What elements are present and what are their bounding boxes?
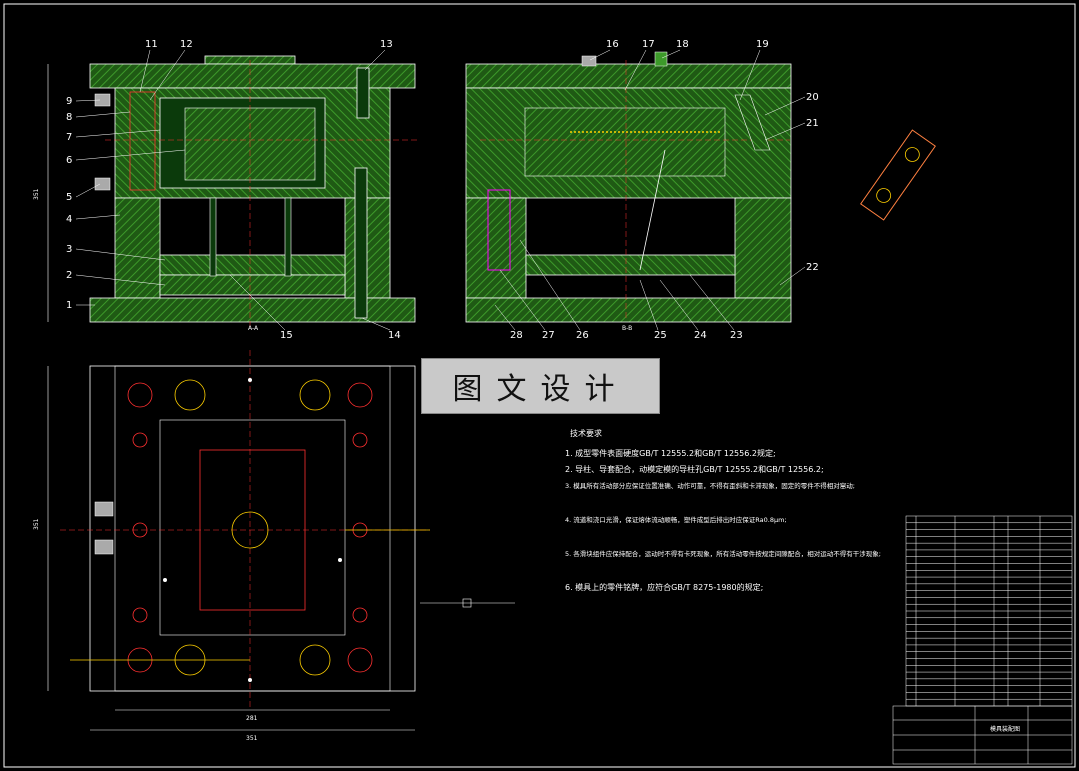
label-6: 6 — [66, 155, 72, 166]
dim-left-height: 351 — [33, 188, 40, 200]
right-view-labels: 16 17 18 19 20 21 22 28 27 26 25 24 23 B… — [494, 39, 819, 341]
label-26: 26 — [576, 330, 589, 341]
label-8: 8 — [66, 112, 72, 123]
note-6: 6. 模具上的零件铭牌，应符合GB/T 8275-1980的规定; — [565, 582, 763, 592]
left-view-labels: 11 12 13 9 8 7 6 5 4 3 2 1 15 14 A-A 351 — [33, 39, 401, 341]
label-15: 15 — [280, 330, 293, 341]
note-1: 1. 成型零件表面硬度GB/T 12555.2和GB/T 12556.2规定; — [565, 448, 776, 458]
left-section-view — [47, 55, 420, 330]
parts-list-table — [905, 515, 1073, 707]
note-5: 5. 各滑块组件应保持配合，运动时不得有卡死现象，所有活动零件按规定间隙配合，相… — [565, 549, 881, 558]
label-12: 12 — [180, 39, 193, 50]
label-5: 5 — [66, 192, 72, 203]
label-16: 16 — [606, 39, 619, 50]
label-22: 22 — [806, 262, 819, 273]
right-section-view — [465, 51, 792, 323]
label-14: 14 — [388, 330, 401, 341]
label-13: 13 — [380, 39, 393, 50]
title-block-drawing-title: 模具装配图 — [990, 725, 1020, 733]
label-21: 21 — [806, 118, 819, 129]
label-2: 2 — [66, 270, 72, 281]
technical-notes: 技术要求 1. 成型零件表面硬度GB/T 12555.2和GB/T 12556.… — [565, 428, 881, 592]
label-24: 24 — [694, 330, 707, 341]
sheet-border — [3, 3, 1076, 768]
label-27: 27 — [542, 330, 555, 341]
label-19: 19 — [756, 39, 769, 50]
note-3: 3. 模具所有活动部分应保证位置准确、动作可靠，不得有歪斜和卡滞现象，固定的零件… — [565, 481, 855, 490]
label-28: 28 — [510, 330, 523, 341]
title-block — [892, 705, 1073, 765]
notes-heading: 技术要求 — [570, 428, 602, 438]
label-25: 25 — [654, 330, 667, 341]
watermark-banner: 图文设计 — [421, 358, 660, 414]
label-11-top: 11 — [145, 39, 158, 50]
label-20: 20 — [806, 92, 819, 103]
label-7: 7 — [66, 132, 72, 143]
isometric-part — [860, 129, 936, 221]
label-17: 17 — [642, 39, 655, 50]
section-mark-b: B-B — [622, 325, 632, 332]
dim-plan-height: 351 — [33, 518, 40, 530]
dim-bottom-width: 351 — [246, 735, 258, 742]
note-2: 2. 导柱、导套配合，动模定模的导柱孔GB/T 12555.2和GB/T 125… — [565, 464, 824, 474]
label-4: 4 — [66, 214, 72, 225]
label-1: 1 — [66, 300, 72, 311]
label-3: 3 — [66, 244, 72, 255]
label-9: 9 — [66, 96, 72, 107]
section-mark-a: A-A — [248, 325, 259, 332]
label-18: 18 — [676, 39, 689, 50]
plan-view: 351 351 281 — [33, 350, 515, 742]
note-4: 4. 流道和浇口光滑，保证熔体流动顺畅，塑件成型后排出时应保证Ra0.8μm; — [565, 515, 787, 524]
dim-plan-inner-width: 281 — [246, 715, 258, 722]
label-23: 23 — [730, 330, 743, 341]
